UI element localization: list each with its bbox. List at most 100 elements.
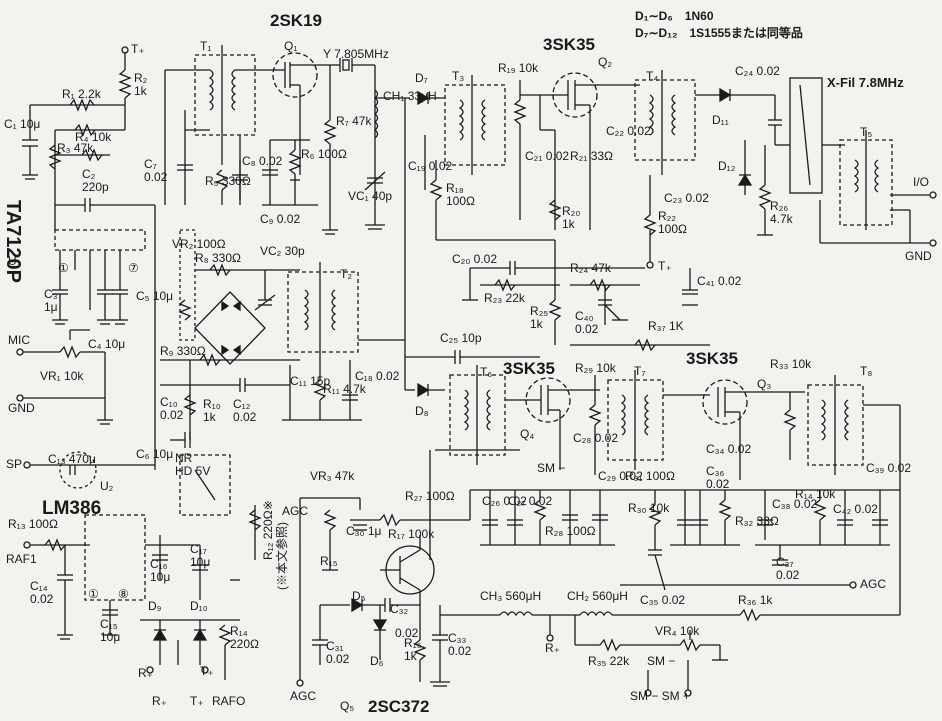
ch2-label: CH₂ 560μH xyxy=(567,589,628,603)
c35-label: C₃₅ 0.02 xyxy=(640,593,686,607)
c39-label: C₃₉ 0.02 xyxy=(866,461,911,475)
c23-label: C₂₃ 0.02 xyxy=(664,191,709,205)
c24-label: C₂₄ 0.02 xyxy=(735,64,780,78)
agc-right-label[interactable]: AGC xyxy=(860,577,887,591)
d12-label: D₁₂ xyxy=(718,159,736,173)
c10-label: C₁₀ 0.02 xyxy=(160,395,184,422)
t-plus-top: T₊ xyxy=(131,42,145,56)
r-plus-mid[interactable]: R₊ xyxy=(545,641,560,655)
q3-type-label: 3SK35 xyxy=(686,349,738,368)
u2-label: U₂ xyxy=(100,479,114,493)
c32-label: C₃₂ xyxy=(390,602,409,616)
sp-label[interactable]: SP xyxy=(6,457,23,471)
u1-pin7: ⑦ xyxy=(128,261,139,275)
c14-label: C₁₄ 0.02 xyxy=(30,579,54,606)
c40-label: C₄₀ 0.02 xyxy=(575,309,599,336)
c34-label: C₃₄ 0.02 xyxy=(706,442,752,456)
r35-label: R₃₅ 22k xyxy=(588,654,630,668)
d9-label: D₉ xyxy=(148,599,162,613)
q2-type-label: 3SK35 xyxy=(543,35,595,54)
q5-type-label: 2SC372 xyxy=(368,697,430,716)
r22-label: R₂₂ 100Ω xyxy=(658,209,687,236)
c11-label: C₁₁ 15p xyxy=(290,374,331,388)
io-label[interactable]: I/O xyxy=(913,175,930,189)
r31-label: R₃₁ 100Ω xyxy=(625,469,675,483)
c25-label: C₂₅ 10p xyxy=(440,331,482,345)
d11-label: D₁₁ xyxy=(712,113,729,127)
c26-label: C₂₆ 0.02 xyxy=(482,494,527,508)
u1-type-label: TA7120P xyxy=(2,200,24,284)
sm-minus-mid[interactable]: SM − xyxy=(537,461,566,475)
c9-label: C₉ 0.02 xyxy=(260,212,301,226)
r6-label: R₆ 100Ω xyxy=(301,147,347,161)
r28-label: R₂₈ 100Ω xyxy=(545,524,596,538)
q4-type-label: 3SK35 xyxy=(503,359,555,378)
t-plus-bottom-b[interactable]: T₊ xyxy=(190,694,204,708)
t-plus-mid: T₊ xyxy=(658,259,672,273)
r27-label: R₂₇ 100Ω xyxy=(405,489,455,503)
c16-label: C₁₆ 10μ xyxy=(150,557,171,584)
r32-label: R₃₂ 33Ω xyxy=(735,514,779,528)
c18-label: C₁₈ 0.02 xyxy=(355,369,400,383)
c21-label: C₂₁ 0.02 xyxy=(525,149,570,163)
r37-label: R₃₇ 1K xyxy=(648,319,684,333)
r9-label: R₉ 330Ω xyxy=(160,344,206,358)
vr4-label: VR₄ 10k xyxy=(655,624,700,638)
c29-label: C₂₉ 0.02 xyxy=(598,469,643,483)
c2-label: C₂ 220p xyxy=(82,167,109,194)
vr1-label: VR₁ 10k xyxy=(40,369,84,383)
c36-label: C₃₆ 0.02 xyxy=(706,464,730,491)
t8-label: T₈ xyxy=(860,364,873,378)
sm-minus-bottom[interactable]: SM − xyxy=(647,654,676,668)
c1-label: C₁ 10μ xyxy=(4,117,41,131)
r10-label: R₁₀ 1k xyxy=(203,397,221,424)
u2-type-label: LM386 xyxy=(42,498,102,519)
ch1-label: CH₁ 33μH xyxy=(383,89,437,103)
mic-label[interactable]: MIC xyxy=(8,333,30,347)
r26-label: R₂₆ 4.7k xyxy=(770,199,793,226)
u2-pin8: ⑧ xyxy=(118,587,129,601)
t3-label: T₃ xyxy=(452,69,465,83)
t1-label: T₁ xyxy=(200,39,212,53)
vc2-label: VC₂ 30p xyxy=(260,244,305,258)
r33-label: R₃₃ 10k xyxy=(770,357,812,371)
r14b-label: R₁₄ 10k xyxy=(795,487,836,501)
r12-label: R₁₂ 220Ω※ xyxy=(261,500,275,560)
diode-note-b: D₇∼D₁₂ 1S1555または同等品 xyxy=(635,26,803,40)
r36-label: R₃₆ 1k xyxy=(738,593,773,607)
agc-bottom-label[interactable]: AGC xyxy=(290,689,317,703)
c42-label: C₄₂ 0.02 xyxy=(833,502,878,516)
c22-label: C₂₂ 0.02 xyxy=(606,124,651,138)
q3-label: Q₃ xyxy=(757,377,772,391)
c6-label: C₆ 10μ xyxy=(136,447,174,461)
t-plus-bottom: T₊ xyxy=(200,664,214,678)
d5-label: D₅ xyxy=(352,589,366,603)
r5-label: R₅ 330Ω xyxy=(205,174,251,188)
vr3-label: VR₃ 47k xyxy=(310,469,355,483)
q1-label: Q₁ xyxy=(284,39,298,53)
c41-label: C₄₁ 0.02 xyxy=(697,274,742,288)
c30-label: C₃₀ 1μ xyxy=(346,524,382,538)
t6-label: T₆ xyxy=(480,365,493,379)
r11-label: R₁₁ 4.7k xyxy=(323,382,366,396)
t5-label: T₅ xyxy=(860,125,873,139)
u1-label: U₁ xyxy=(8,254,21,268)
ch3-label: CH₃ 560μH xyxy=(480,589,542,603)
xtal-label: Y 7.805MHz xyxy=(323,47,389,61)
c19-label: C₁₉ 0.02 xyxy=(408,159,453,173)
rafo-label[interactable]: RAFO xyxy=(212,694,246,708)
r-plus-left[interactable]: R₊ xyxy=(138,666,153,680)
c15-label: C₁₅ 10μ xyxy=(100,617,121,644)
r25-label: R₂₅ 1k xyxy=(530,304,549,331)
sm-pair-label[interactable]: SM − SM + xyxy=(630,689,691,703)
u2-pin1: ① xyxy=(88,587,99,601)
c17-label: C₁₇ 10μ xyxy=(190,542,211,569)
raf1-label[interactable]: RAF1 xyxy=(6,552,37,566)
c13-label: C₁₃ 470μ xyxy=(48,452,96,466)
r20-label: R₂₀ 1k xyxy=(562,204,581,231)
c38-label: C₃₈ 0.02 xyxy=(772,497,818,511)
r14-label: R₁₄ 220Ω xyxy=(230,624,259,651)
r-plus-left-b: R₊ xyxy=(152,694,167,708)
r4-label: R₄ 10k xyxy=(75,130,112,144)
t4-label: T₄ xyxy=(646,69,659,83)
